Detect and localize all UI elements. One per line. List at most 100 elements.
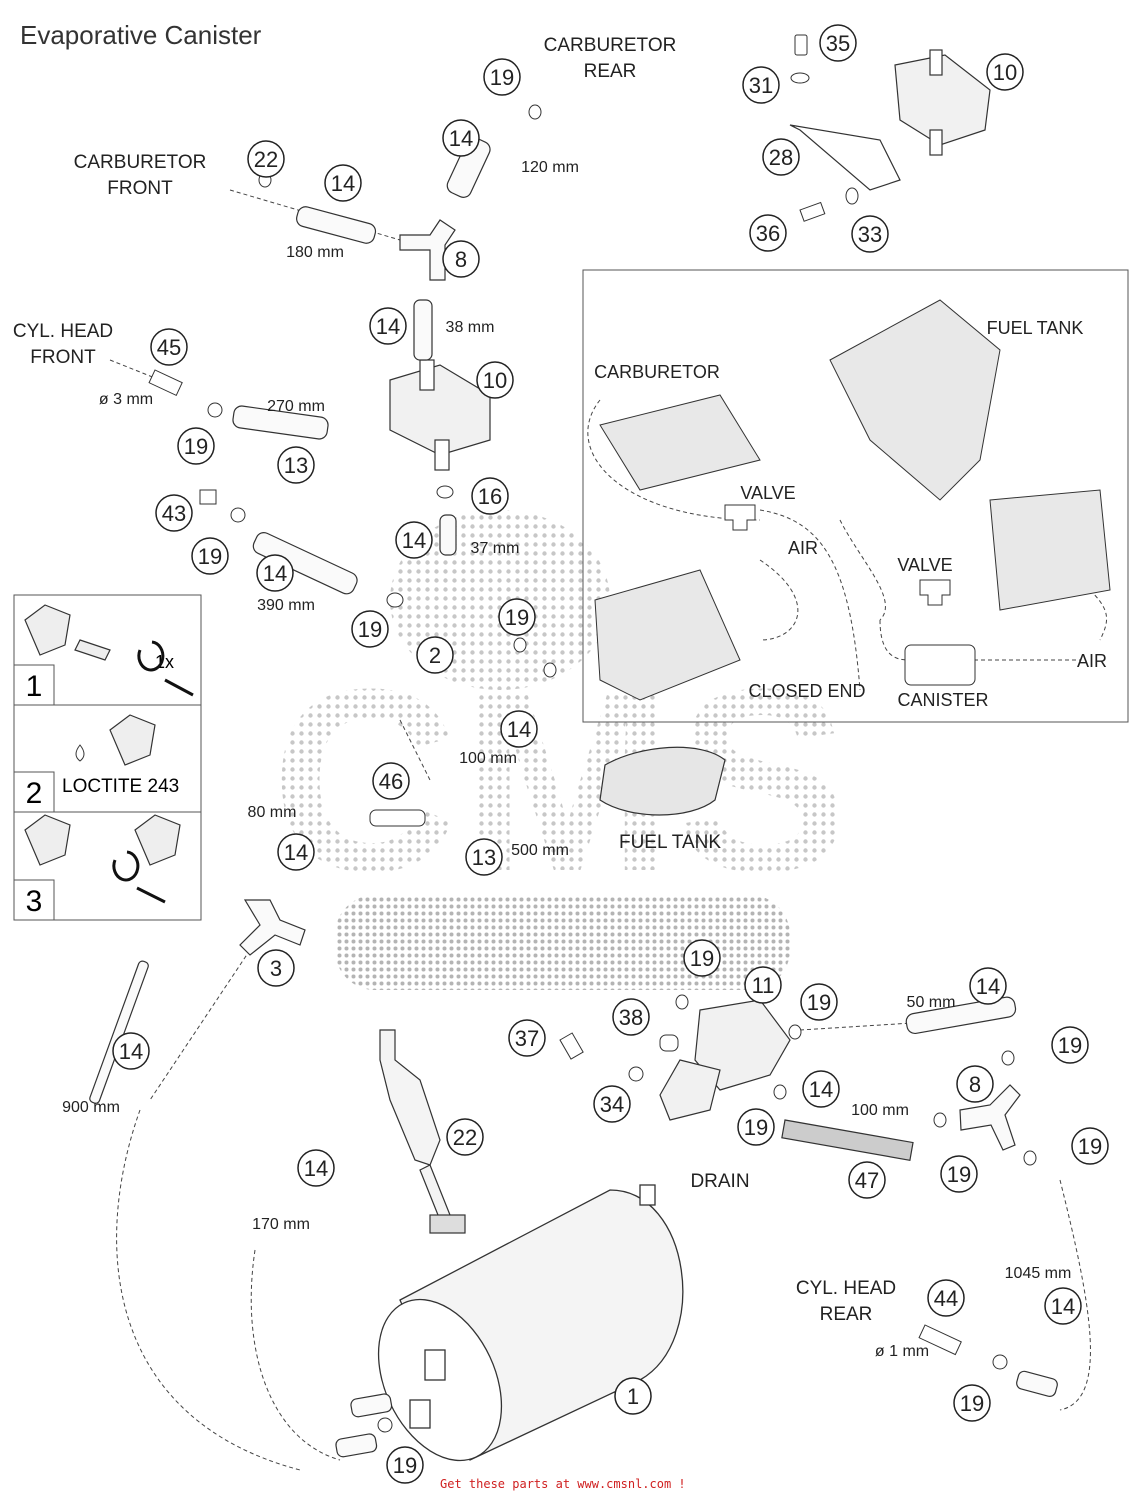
callout-number: 19 <box>198 544 222 569</box>
callout-number: 22 <box>453 1125 477 1150</box>
label-carb-rear-1: CARBURETOR <box>544 35 677 56</box>
callout-3: 3 <box>257 949 295 987</box>
callout-number: 14 <box>263 561 287 586</box>
label-inset-air-1: AIR <box>788 538 818 558</box>
label-inset-carburetor: CARBURETOR <box>594 362 720 382</box>
dim-100-a: 100 mm <box>459 750 517 767</box>
callout-10: 10 <box>476 361 514 399</box>
callout-36: 36 <box>749 214 787 252</box>
callout-14: 14 <box>442 119 480 157</box>
callout-35: 35 <box>819 24 857 62</box>
callout-number: 14 <box>976 974 1000 999</box>
label-carb-front-2: FRONT <box>107 178 173 199</box>
label-cyl-head-front-2: FRONT <box>30 347 96 368</box>
callout-number: 19 <box>690 946 714 971</box>
callout-19: 19 <box>940 1155 978 1193</box>
callout-number: 14 <box>809 1077 833 1102</box>
dim-170: 170 mm <box>252 1216 310 1233</box>
callout-group: 1238810101113131414141414141414141414141… <box>112 24 1109 1484</box>
label-inset-canister: CANISTER <box>897 690 988 710</box>
callout-16: 16 <box>471 477 509 515</box>
callout-10: 10 <box>986 53 1024 91</box>
callout-19: 19 <box>1071 1127 1109 1165</box>
callout-14: 14 <box>297 1149 335 1187</box>
callout-1: 1 <box>614 1377 652 1415</box>
callout-14: 14 <box>369 307 407 345</box>
label-inset-air-2: AIR <box>1077 651 1107 671</box>
callout-19: 19 <box>191 537 229 575</box>
dim-38: 38 mm <box>446 319 495 336</box>
step-1-number: 1 <box>26 670 43 703</box>
callout-number: 14 <box>402 528 426 553</box>
dim-50: 50 mm <box>907 994 956 1011</box>
dim-1045: 1045 mm <box>1005 1265 1072 1282</box>
label-cyl-head-front-1: CYL. HEAD <box>13 321 113 342</box>
callout-19: 19 <box>351 610 389 648</box>
dim-900: 900 mm <box>62 1099 120 1116</box>
callout-22: 22 <box>446 1118 484 1156</box>
label-fuel-tank: FUEL TANK <box>619 832 721 853</box>
label-inset-closed-end: CLOSED END <box>748 681 865 701</box>
callout-46: 46 <box>372 762 410 800</box>
callout-number: 1 <box>627 1384 639 1409</box>
callout-8: 8 <box>956 1065 994 1103</box>
callout-45: 45 <box>150 328 188 366</box>
callout-28: 28 <box>762 138 800 176</box>
callout-number: 14 <box>304 1156 328 1181</box>
callout-37: 37 <box>508 1019 546 1057</box>
small-fittings <box>148 34 1037 1433</box>
callout-14: 14 <box>1044 1287 1082 1325</box>
page-title: Evaporative Canister <box>20 20 262 50</box>
callout-34: 34 <box>593 1085 631 1123</box>
callout-number: 45 <box>157 335 181 360</box>
rollover-valve <box>379 1029 466 1234</box>
callout-number: 14 <box>331 171 355 196</box>
callout-number: 46 <box>379 769 403 794</box>
footer-link[interactable]: Get these parts at www.cmsnl.com ! <box>440 1477 686 1491</box>
callout-number: 19 <box>947 1162 971 1187</box>
callout-number: 37 <box>515 1026 539 1051</box>
callout-number: 14 <box>449 126 473 151</box>
dim-37: 37 mm <box>471 540 520 557</box>
step-2-text: LOCTITE 243 <box>62 776 179 797</box>
callout-14: 14 <box>256 554 294 592</box>
dim-180: 180 mm <box>286 244 344 261</box>
callout-11: 11 <box>744 966 782 1004</box>
callout-number: 19 <box>358 617 382 642</box>
callout-number: 2 <box>429 643 441 668</box>
inset-carburetor-shape <box>594 299 1111 701</box>
callout-number: 22 <box>254 147 278 172</box>
callout-13: 13 <box>465 838 503 876</box>
callout-8: 8 <box>442 240 480 278</box>
callout-19: 19 <box>800 983 838 1021</box>
label-inset-valve-2: VALVE <box>897 555 952 575</box>
callout-number: 19 <box>960 1391 984 1416</box>
callout-number: 19 <box>393 1453 417 1478</box>
callout-number: 36 <box>756 221 780 246</box>
callout-19: 19 <box>953 1384 991 1422</box>
callout-19: 19 <box>498 598 536 636</box>
callout-number: 19 <box>1058 1033 1082 1058</box>
callout-number: 16 <box>478 484 502 509</box>
callout-number: 13 <box>284 453 308 478</box>
callout-14: 14 <box>324 164 362 202</box>
dimension-labels: 120 mm 180 mm 38 mm 270 mm ø 3 mm 37 mm … <box>62 159 1071 1360</box>
callout-33: 33 <box>851 215 889 253</box>
callout-14: 14 <box>395 521 433 559</box>
callout-47: 47 <box>848 1161 886 1199</box>
label-drain: DRAIN <box>690 1171 749 1192</box>
label-inset-valve-1: VALVE <box>740 483 795 503</box>
callout-number: 34 <box>600 1092 624 1117</box>
callout-2: 2 <box>416 636 454 674</box>
callout-number: 14 <box>1051 1294 1075 1319</box>
callout-14: 14 <box>500 710 538 748</box>
dim-80: 80 mm <box>248 804 297 821</box>
callout-22: 22 <box>247 140 285 178</box>
labels: CARBURETOR REAR CARBURETOR FRONT CYL. HE… <box>13 35 1107 1325</box>
callout-number: 19 <box>490 65 514 90</box>
watermark-text: CMS <box>271 636 849 926</box>
label-carb-rear-2: REAR <box>584 61 637 82</box>
callout-number: 47 <box>855 1168 879 1193</box>
callout-number: 14 <box>376 314 400 339</box>
